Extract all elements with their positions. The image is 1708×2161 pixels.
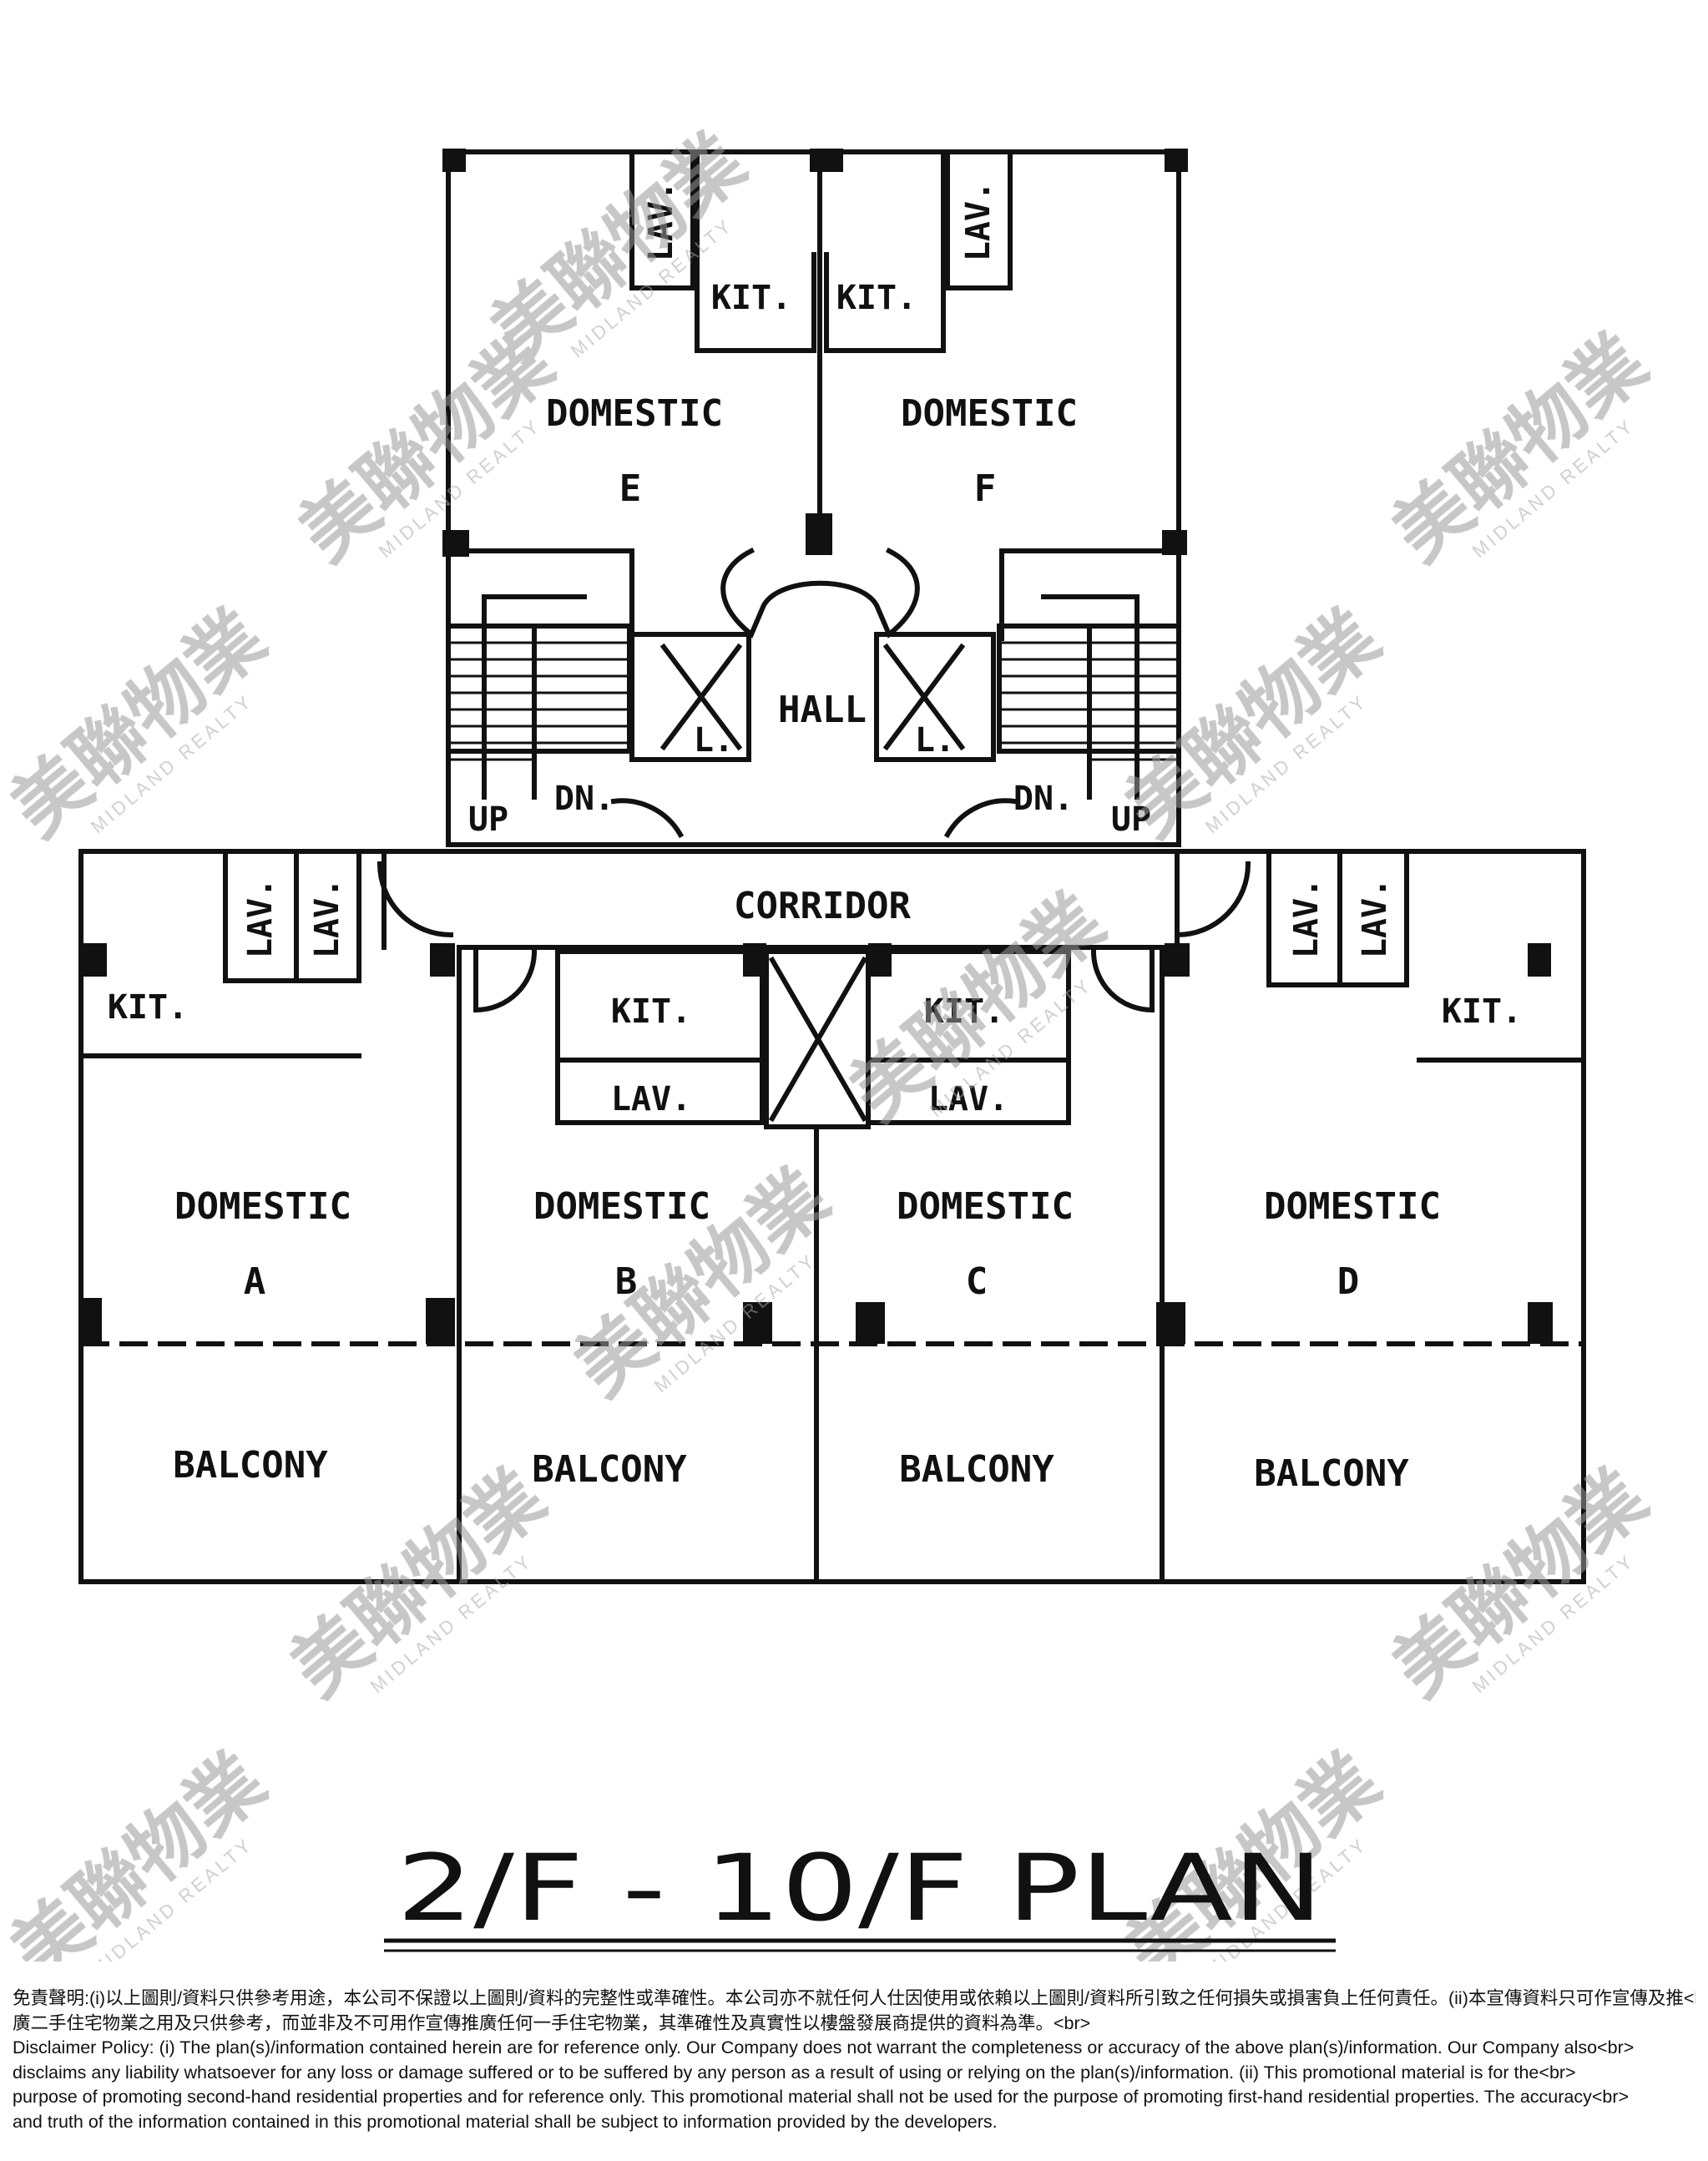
corridor-label: CORRIDOR — [734, 885, 911, 927]
stair-down-left-label: DN. — [554, 780, 614, 818]
lav-a2-label: LAV. — [308, 878, 346, 958]
kitchen-e-label: KIT. — [711, 279, 791, 317]
kitchen-a-label: KIT. — [108, 988, 188, 1027]
disclaimer-line-3: Disclaimer Policy: (i) The plan(s)/infor… — [13, 2037, 1635, 2057]
stair-down-right-label: DN. — [1013, 780, 1074, 818]
unit-e-letter: E — [619, 467, 642, 510]
disclaimer-line-5: purpose of promoting second-hand residen… — [13, 2087, 1630, 2107]
watermark-logo-4: 美聯物業 — [0, 593, 281, 854]
unit-b-letter: B — [615, 1260, 638, 1303]
watermark-logo-5: 美聯物業 — [1109, 593, 1396, 854]
unit-f-name: DOMESTIC — [901, 392, 1078, 435]
disclaimer-line-2: 廣二手住宅物業之用及只供參考，而並非及不可用作宣傳推廣任何一手住宅物業，其準確性… — [13, 2012, 1091, 2033]
watermark-logo-3: 美聯物業 — [1377, 318, 1663, 578]
plan-title-block: 2/F - 10/F PLAN — [384, 1835, 1336, 1952]
stair-up-left-label: UP — [468, 800, 508, 839]
lav-d2-label: LAV. — [1356, 878, 1394, 958]
watermark-logo-2: 美聯物業 — [283, 318, 569, 578]
unit-a-letter: A — [244, 1260, 266, 1303]
unit-c-letter: C — [966, 1260, 988, 1303]
lav-e1-label: LAV. — [642, 181, 680, 261]
unit-a-name: DOMESTIC — [174, 1185, 351, 1228]
unit-d-name: DOMESTIC — [1264, 1185, 1441, 1228]
kitchen-d-label: KIT. — [1442, 992, 1522, 1031]
unit-e-name: DOMESTIC — [546, 392, 723, 435]
balcony-c-label: BALCONY — [899, 1448, 1054, 1491]
balcony-b-label: BALCONY — [532, 1448, 687, 1491]
kitchen-b-label: KIT. — [611, 992, 691, 1031]
floor-plan: DOMESTIC E DOMESTIC F DOMESTIC A DOMESTI… — [0, 118, 1663, 1962]
disclaimer-line-4: disclaims any liability whatsoever for a… — [13, 2062, 1576, 2083]
lav-b-label: LAV. — [611, 1080, 691, 1118]
plan-title: 2/F - 10/F PLAN — [397, 1835, 1323, 1941]
unit-b-name: DOMESTIC — [533, 1185, 710, 1228]
lav-c-label: LAV. — [928, 1080, 1008, 1118]
balcony-d-label: BALCONY — [1254, 1452, 1409, 1495]
stair-up-right-label: UP — [1111, 800, 1151, 839]
lift-left-label: L. — [694, 721, 734, 760]
disclaimer-line-1: 免責聲明:(i)以上圖則/資料只供參考用途，本公司不保證以上圖則/資料的完整性或… — [13, 1988, 1695, 2008]
watermark-group: 美聯物業 MIDLAND REALTY 美聯物業 MIDLAND REALTY … — [0, 118, 1663, 1962]
lav-d1-label: LAV. — [1287, 878, 1326, 958]
hall-label: HALL — [778, 689, 867, 731]
unit-f-letter: F — [974, 467, 997, 510]
kitchen-c-label: KIT. — [924, 992, 1004, 1031]
lav-f1-label: LAV. — [959, 181, 998, 261]
unit-d-letter: D — [1337, 1260, 1360, 1303]
disclaimer-line-6: and truth of the information contained i… — [13, 2111, 998, 2132]
disclaimer-block: 免責聲明:(i)以上圖則/資料只供參考用途，本公司不保證以上圖則/資料的完整性或… — [13, 1987, 1695, 2134]
lift-right-label: L. — [915, 721, 955, 760]
balcony-a-label: BALCONY — [173, 1444, 328, 1487]
lav-a1-label: LAV. — [241, 878, 280, 958]
kitchen-f-label: KIT. — [836, 279, 917, 317]
unit-c-name: DOMESTIC — [897, 1185, 1074, 1228]
